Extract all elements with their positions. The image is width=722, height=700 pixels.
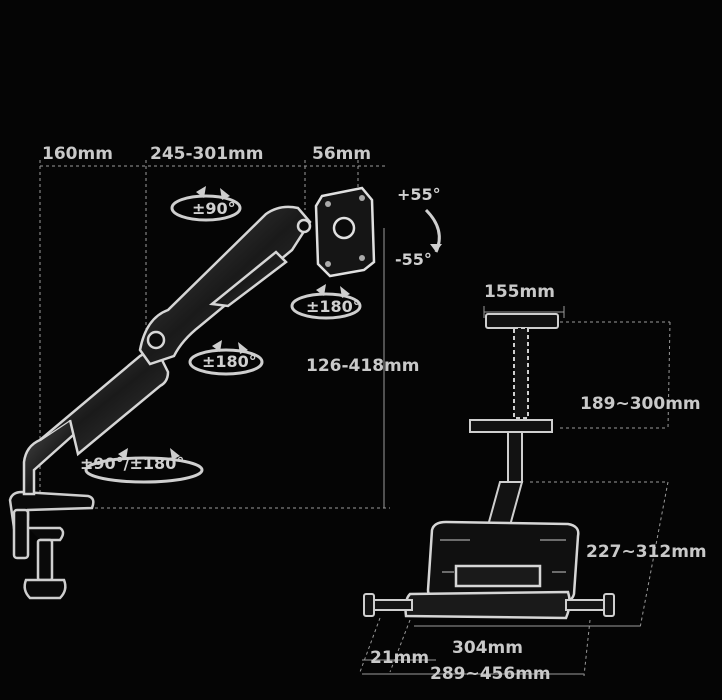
lower-height-label: 227~312mm [586,542,707,562]
arm-height-dimension [95,228,390,509]
arm-top-dimension [39,160,385,510]
tray-side-clamps [363,593,615,617]
base-offset-label: 160mm [42,144,113,164]
clamp-range-label: 289~456mm [430,664,551,684]
top-width-label: 155mm [484,282,555,302]
rotation-arrows [84,194,441,484]
rotate-head-label: ±180° [306,297,361,316]
desk-clamp [8,490,95,600]
rotation-arrowheads [118,186,442,460]
head-depth-label: 56mm [312,144,372,164]
height-range-label: 126-418mm [306,356,420,376]
arm-body [22,205,312,496]
tray-pole [469,313,559,541]
laptop-tray [404,520,580,620]
tray-width-label: 304mm [452,638,523,658]
swivel-label: ±90° [192,199,236,218]
tray-dimension-lines [359,306,671,677]
rotate-base-label: ±90°/±180° [80,454,185,473]
clamp-depth-label: 21mm [370,648,430,668]
tilt-down-label: -55° [395,250,432,269]
rotate-mid-label: ±180° [202,352,257,371]
upper-height-label: 189~300mm [580,394,701,414]
arm-reach-label: 245-301mm [150,144,264,164]
tilt-up-label: +55° [397,185,441,204]
vesa-plate [314,186,376,278]
